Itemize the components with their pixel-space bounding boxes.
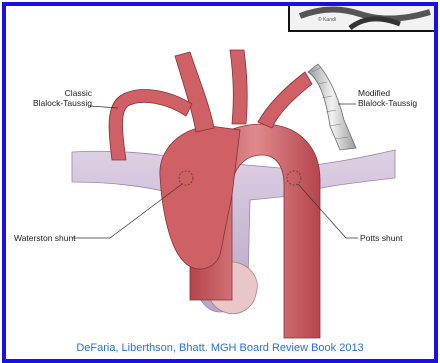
- modified-bt-graft: [308, 64, 356, 150]
- modified-bt-label-line2: Blalock-Taussig: [358, 98, 417, 108]
- waterston-shunt-label: Waterston shunt: [14, 233, 76, 243]
- carotid-artery: [230, 50, 247, 124]
- classic-bt-label-line1: Classic: [30, 88, 92, 98]
- potts-shunt-label: Potts shunt: [360, 233, 403, 243]
- modified-bt-label: Modified Blalock-Taussig: [358, 88, 417, 108]
- subclavian-artery-right: [258, 72, 312, 128]
- brachiocephalic-artery: [175, 52, 214, 132]
- classic-bt-label-line2: Blalock-Taussig: [30, 98, 92, 108]
- figure-caption: DeFaria, Liberthson, Bhatt. MGH Board Re…: [0, 342, 440, 354]
- modified-bt-label-line1: Modified: [358, 88, 417, 98]
- classic-bt-label: Classic Blalock-Taussig: [30, 88, 92, 108]
